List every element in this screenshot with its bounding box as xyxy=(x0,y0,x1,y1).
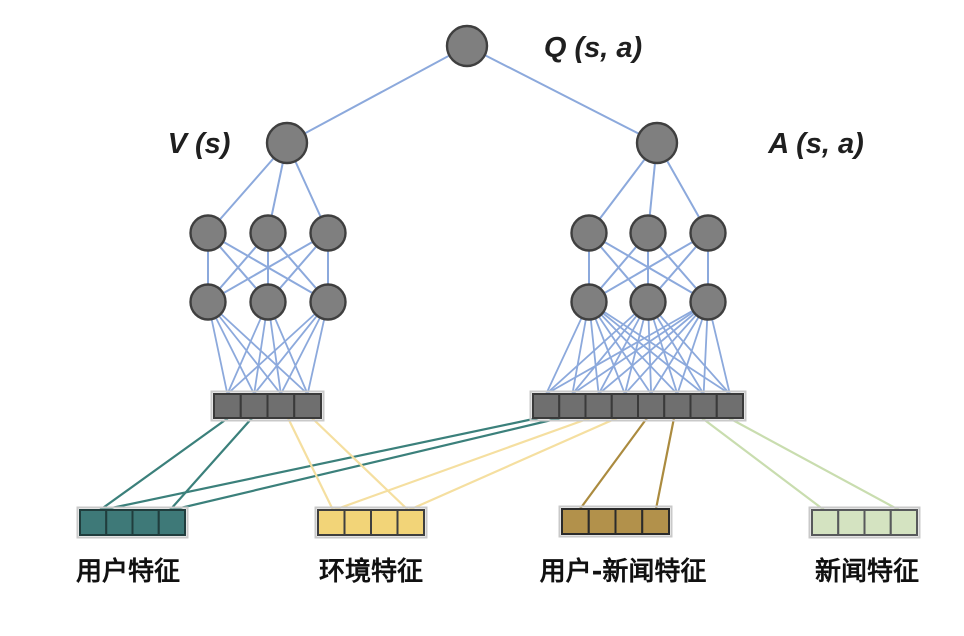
feature-label-user: 用户特征 xyxy=(76,556,180,587)
feature-bar-user-features-cell xyxy=(131,509,160,536)
feature-bar-user-features-cell xyxy=(79,509,108,536)
feature-link-news-features xyxy=(700,416,826,512)
advantage-stream-input-bar-cell xyxy=(715,393,744,419)
advantage-stream-label: A (s, a) xyxy=(767,128,864,160)
feature-bar-context-features xyxy=(314,506,428,539)
value-stream-label: V (s) xyxy=(168,128,231,160)
advantage-stream-input-bar xyxy=(529,390,747,422)
feature-link-user-features xyxy=(98,416,230,512)
advantage-stream-input-bar-cell xyxy=(663,393,692,419)
edge-hidden-value-stream xyxy=(207,232,329,303)
advantage-stream-hidden-node xyxy=(570,214,608,252)
value-stream-input-bar xyxy=(210,390,325,422)
value-stream-input-bar-cell xyxy=(213,393,242,419)
advantage-stream-input-bar-cell xyxy=(610,393,639,419)
feature-bar-context-features-cell xyxy=(343,509,372,536)
feature-bar-news-features-cell xyxy=(837,509,866,536)
advantage-stream-hidden-node xyxy=(629,214,667,252)
edge-input-advantage-stream xyxy=(571,301,709,395)
feature-label-news: 新闻特征 xyxy=(815,556,919,587)
bars-layer xyxy=(76,390,921,539)
feature-label-context: 环境特征 xyxy=(319,556,423,587)
advantage-stream-hidden-node xyxy=(689,214,727,252)
advantage-stream-input-bar-cell xyxy=(558,393,587,419)
feature-bar-news-features xyxy=(808,506,921,539)
advantage-stream-head-node xyxy=(635,121,679,165)
edge-input-value-stream xyxy=(226,301,329,395)
edge-input-advantage-stream xyxy=(571,301,649,395)
edge-input-advantage-stream xyxy=(545,301,709,395)
feature-link-user-news-features xyxy=(578,416,649,511)
value-stream-hidden-node xyxy=(309,214,347,252)
edge-input-advantage-stream xyxy=(623,301,709,395)
feature-label-user-news: 用户-新闻特征 xyxy=(540,556,707,587)
feature-link-context-features xyxy=(332,416,592,512)
feature-link-user-features xyxy=(168,416,254,512)
feature-bar-news-features-cell xyxy=(863,509,892,536)
value-stream-input-bar-cell xyxy=(239,393,269,419)
edge-input-value-stream xyxy=(207,301,309,395)
feature-bar-user-news-features-cell xyxy=(614,508,644,535)
edge-input-advantage-stream xyxy=(597,301,709,395)
edge-q-advantage-stream xyxy=(466,45,658,144)
feature-bar-context-features-cell xyxy=(396,509,425,536)
edge-input-advantage-stream xyxy=(588,301,679,395)
value-stream-input-bar-cell xyxy=(266,393,296,419)
feature-link-user-features xyxy=(100,416,540,512)
edges-layer xyxy=(98,45,901,512)
edge-input-advantage-stream xyxy=(588,301,705,395)
feature-link-context-features xyxy=(310,416,410,512)
feature-bar-context-features-cell xyxy=(370,509,399,536)
q-value-label: Q (s, a) xyxy=(544,32,642,64)
advantage-stream-input-bar-cell xyxy=(584,393,613,419)
edge-input-value-stream xyxy=(207,301,282,395)
feature-bar-user-news-features-cell xyxy=(641,508,670,535)
q-output-node xyxy=(445,24,489,68)
value-stream-input-bar-cell xyxy=(293,393,322,419)
value-stream-head-node xyxy=(265,121,309,165)
feature-bar-context-features-cell xyxy=(317,509,346,536)
advantage-stream-input-bar-cell xyxy=(689,393,718,419)
feature-link-user-news-features xyxy=(654,416,676,511)
feature-bar-user-features-cell xyxy=(105,509,134,536)
feature-link-news-features xyxy=(727,416,901,512)
edge-input-value-stream xyxy=(253,301,329,395)
advantage-stream-hidden-node xyxy=(689,283,727,321)
edge-hidden-advantage-stream xyxy=(588,232,709,303)
feature-link-context-features xyxy=(286,416,335,512)
value-stream-hidden-node xyxy=(249,214,287,252)
feature-link-context-features xyxy=(407,416,619,512)
advantage-stream-input-bar-cell xyxy=(637,393,666,419)
edge-input-advantage-stream xyxy=(545,301,649,395)
nodes-layer xyxy=(189,24,727,321)
edge-input-advantage-stream xyxy=(588,301,731,395)
feature-bar-user-features-cell xyxy=(157,509,186,536)
feature-bar-user-news-features-cell xyxy=(587,508,617,535)
edge-input-advantage-stream xyxy=(647,301,731,395)
value-stream-hidden-node xyxy=(189,214,227,252)
feature-bar-user-news-features-cell xyxy=(561,508,590,535)
advantage-stream-input-bar-cell xyxy=(532,393,561,419)
feature-bar-user-features xyxy=(76,506,189,539)
feature-bar-news-features-cell xyxy=(811,509,840,536)
edge-q-value-stream xyxy=(286,45,468,144)
feature-link-user-features xyxy=(170,416,562,512)
advantage-stream-hidden-node xyxy=(570,283,608,321)
labels-layer: Q (s, a) V (s) A (s, a) 用户特征 环境特征 用户-新闻特… xyxy=(76,32,919,587)
advantage-stream-hidden-node xyxy=(629,283,667,321)
value-stream-hidden-node xyxy=(189,283,227,321)
value-stream-hidden-node xyxy=(249,283,287,321)
feature-bar-news-features-cell xyxy=(889,509,918,536)
value-stream-hidden-node xyxy=(309,283,347,321)
feature-bar-user-news-features xyxy=(558,505,673,538)
